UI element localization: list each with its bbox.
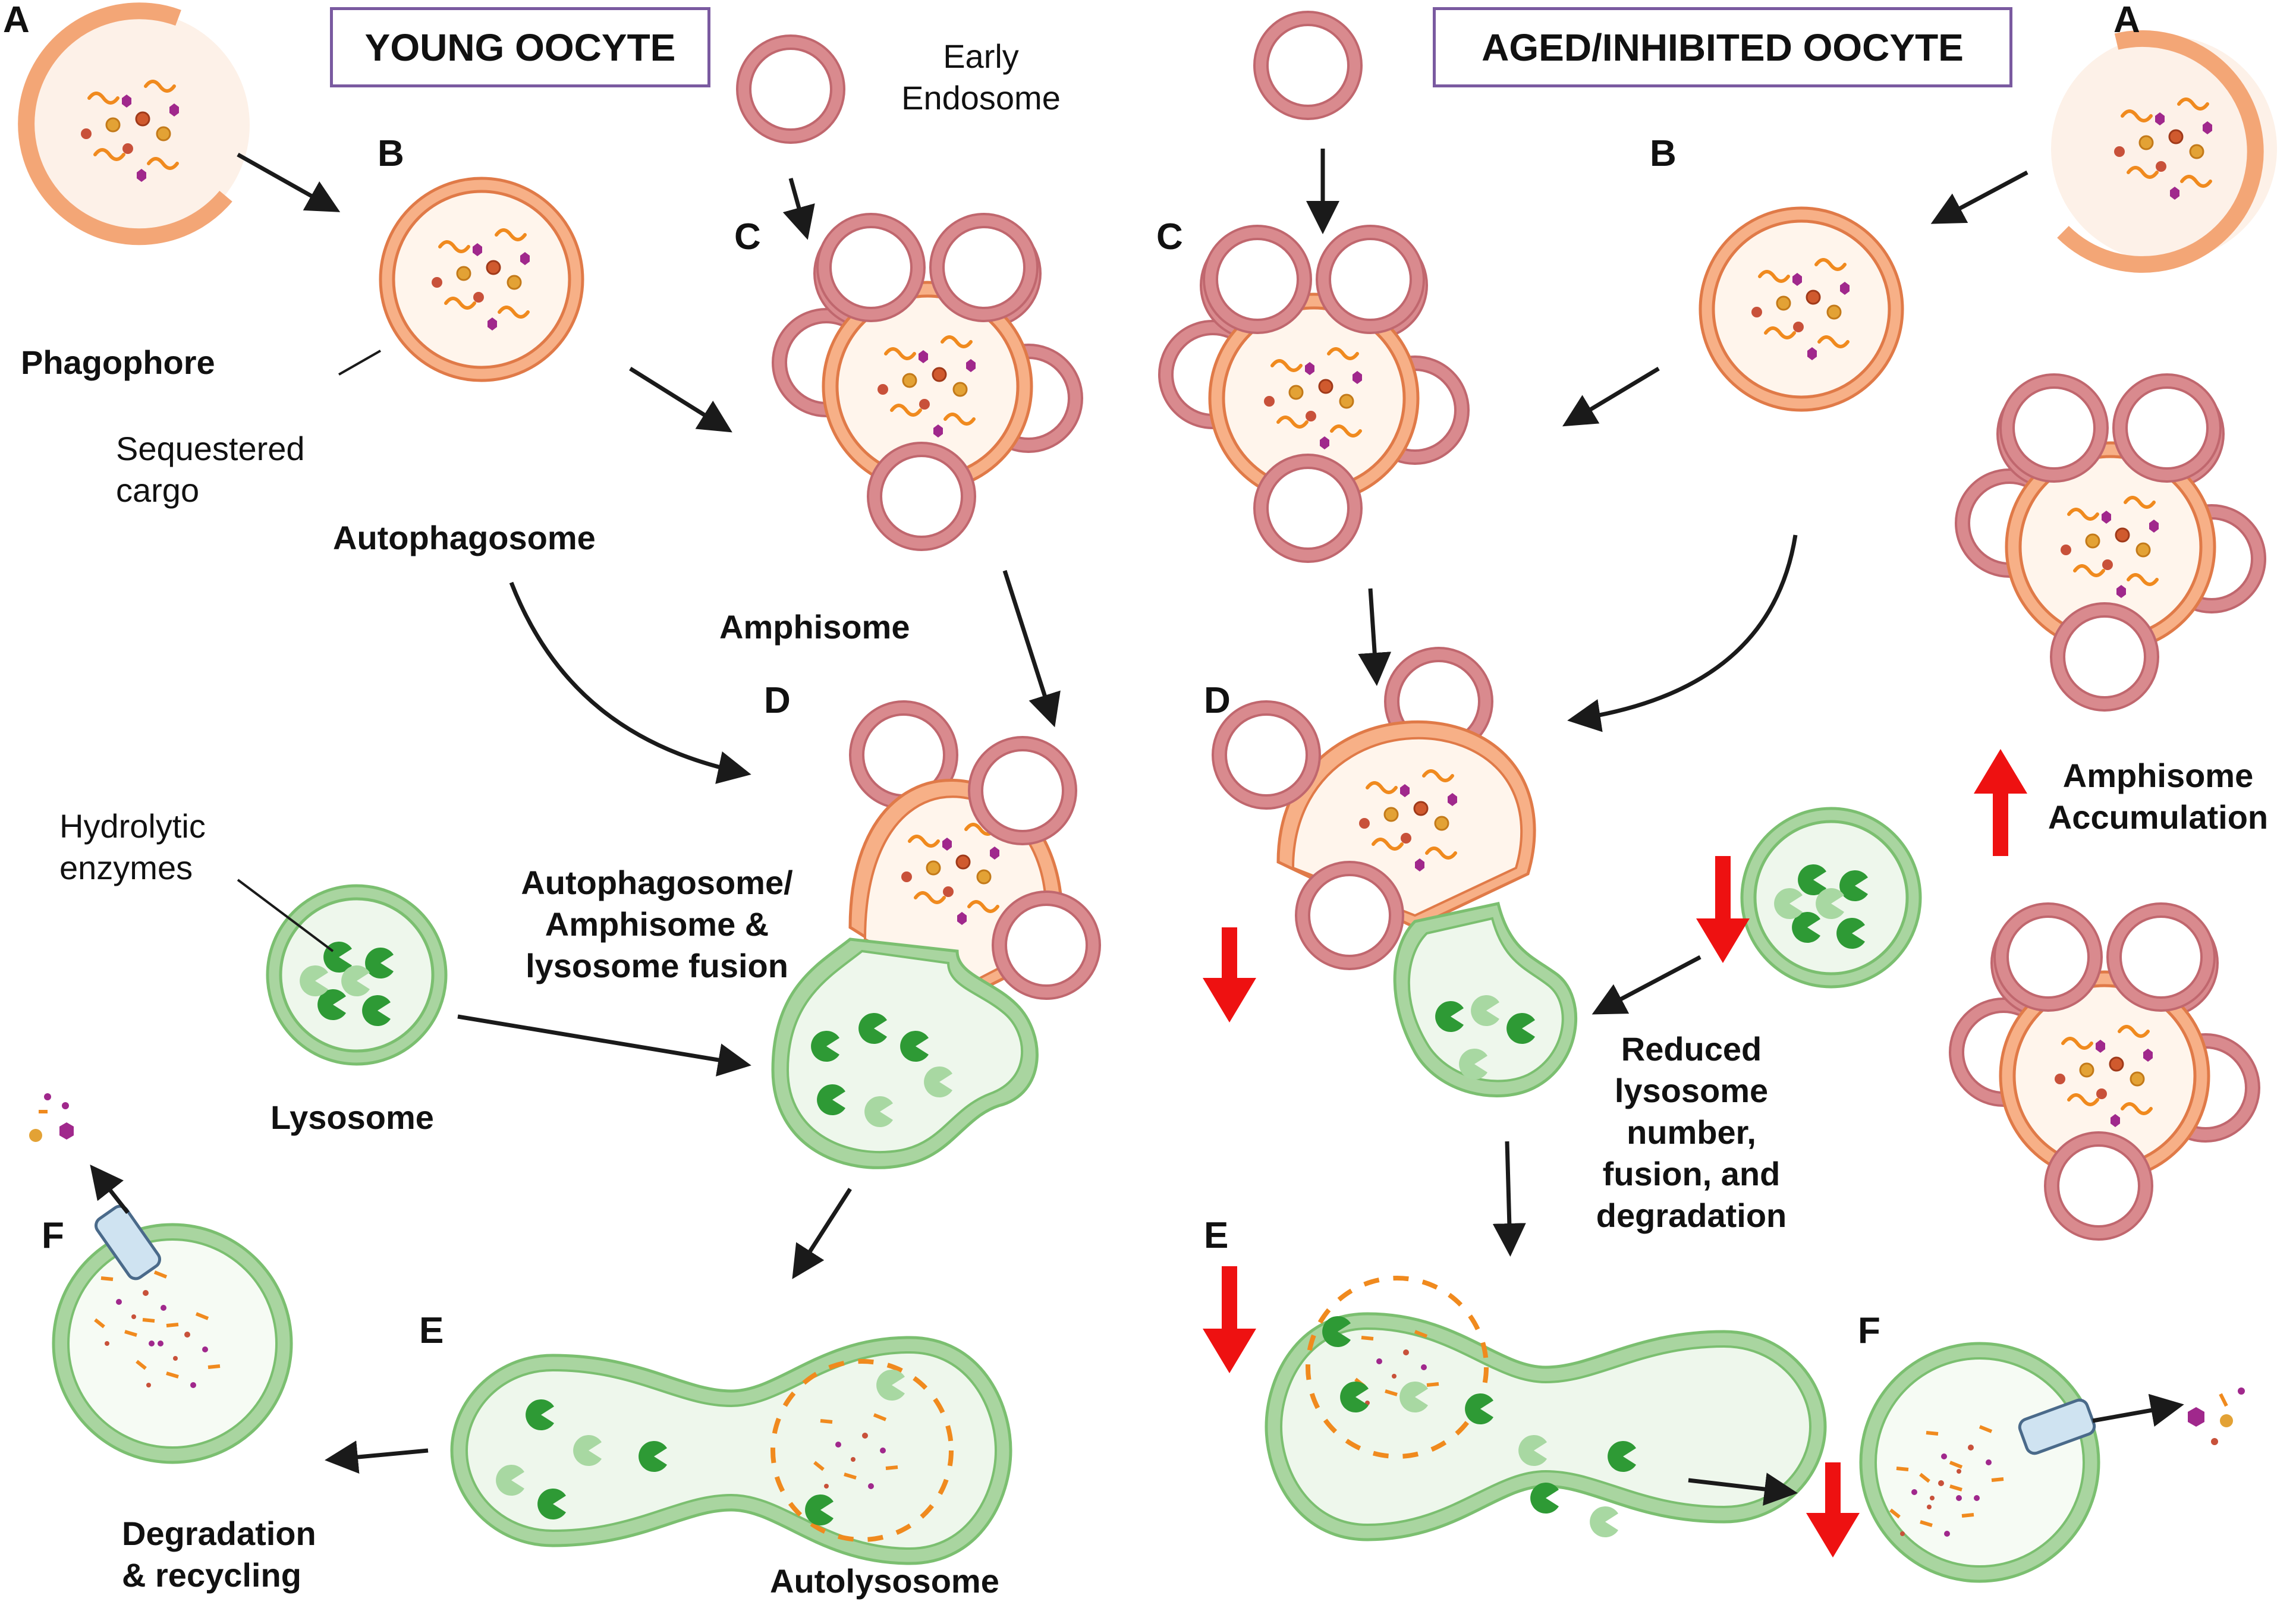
amphisome-young [773, 214, 1082, 550]
letter-b-aged: B [1650, 133, 1677, 174]
accumulated-amphisome-2 [1950, 904, 2259, 1239]
phagophore-aged [2051, 30, 2277, 273]
lysosome-aged [1742, 808, 1920, 987]
letter-b-young: B [378, 133, 404, 174]
amphisome-aged [1159, 226, 1468, 562]
label-early-endosome: Early Endosome [901, 37, 1061, 117]
degradation-vesicle-aged [1859, 1342, 2245, 1583]
label-amphisome: Amphisome [719, 608, 910, 646]
label-sequestered-cargo: Sequestered cargo [116, 430, 305, 509]
letter-a-aged: A [2113, 0, 2140, 40]
label-hydrolytic-enzymes: Hydrolytic enzymes [59, 807, 206, 886]
fusion-young [771, 700, 1101, 1169]
autophagosome-aged [1700, 208, 1902, 410]
label-autophagosome: Autophagosome [333, 519, 596, 556]
label-reduced-lysosome: Reduced lysosome number, fusion, and deg… [1596, 1030, 1787, 1234]
letter-d-aged: D [1204, 680, 1231, 721]
label-degradation-recycling: Degradation & recycling [122, 1515, 316, 1594]
red-down-arrow-autolysosome [1203, 1266, 1256, 1373]
red-down-arrow-lysosome [1696, 856, 1750, 963]
letter-e-young: E [419, 1310, 444, 1351]
autolysosome-aged [1266, 1276, 1825, 1540]
phagophore-young [18, 2, 250, 246]
red-up-arrow [1974, 749, 2027, 856]
autophagosome-young [380, 178, 583, 380]
red-down-arrow-fusion [1203, 927, 1256, 1022]
early-endosome-young [736, 34, 845, 144]
label-amphisome-accumulation: Amphisome Accumulation [2047, 757, 2269, 836]
title-aged-oocyte: AGED/INHIBITED OOCYTE [1433, 7, 2012, 87]
lysosome-young [268, 886, 446, 1064]
letter-c-young: C [734, 216, 761, 257]
early-endosome-aged [1253, 11, 1363, 120]
label-phagophore: Phagophore [21, 344, 215, 381]
fusion-aged [1212, 647, 1578, 1097]
red-down-arrow-degradation [1806, 1462, 1860, 1557]
title-young-oocyte: YOUNG OOCYTE [330, 7, 710, 87]
degradation-vesicle-young [29, 1093, 293, 1464]
label-lysosome-fusion: Autophagosome/ Amphisome & lysosome fusi… [521, 864, 793, 984]
letter-f-aged: F [1858, 1310, 1880, 1351]
label-lysosome: Lysosome [271, 1099, 434, 1136]
letter-a-young: A [3, 0, 30, 40]
letter-c-aged: C [1156, 216, 1183, 257]
label-autolysosome: Autolysosome [770, 1562, 999, 1600]
accumulated-amphisome-1 [1956, 375, 2265, 710]
autolysosome-young [452, 1338, 1011, 1563]
letter-e-aged: E [1204, 1215, 1229, 1256]
letter-f-young: F [42, 1215, 64, 1256]
letter-d-young: D [764, 680, 791, 721]
